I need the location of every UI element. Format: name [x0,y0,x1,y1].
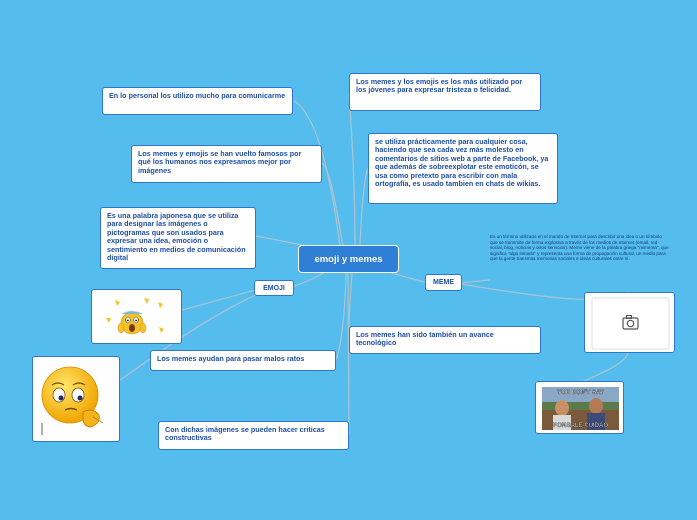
meme-photo-graphic: YOU DON'T SAY PONGALE CUIDAO [542,387,619,430]
meme-top-text: YOU DON'T SAY [557,390,604,396]
meme-photo[interactable]: YOU DON'T SAY PONGALE CUIDAO [535,381,624,434]
camera-icon [591,297,670,350]
image-placeholder[interactable] [584,292,675,353]
node-malos-ratos[interactable]: Los memes ayudan para pasar malos ratos [150,350,336,371]
node-practicamente[interactable]: se utiliza prácticamente para cualquier … [368,133,558,204]
meme-description: Es un término utilizado en el mundo de I… [490,234,669,262]
connector-node-criticas [347,271,350,436]
connector-node-famosos [321,162,344,247]
thinking-emoji-image[interactable] [32,356,120,442]
thinking-emoji-icon [41,366,104,435]
connector-camera-photo [581,352,629,383]
node-criticas[interactable]: Con dichas imágenes se pueden hacer crit… [158,421,349,450]
connector-node-practicamente [359,167,369,247]
node-jovenes[interactable]: Los memes y los emojis es los más utiliz… [349,73,541,111]
connector-meme-desc [459,279,491,284]
central-topic[interactable]: emoji y memes [298,245,399,273]
node-japonesa[interactable]: Es una palabra japonesa que se utiliza p… [100,207,256,269]
branch-meme[interactable]: MEME [425,274,462,291]
branch-emoji[interactable]: EMOJI [254,280,294,296]
scared-emoji-icon [106,298,164,335]
connector-emoji-scared [181,287,263,311]
connector-node-jovenes [348,92,356,247]
meme-bottom-text: PONGALE CUIDAO [553,423,608,429]
node-famosos[interactable]: Los memes y emojis se han vuelto famosos… [131,145,322,183]
node-personal[interactable]: En lo personal los utilizo mucho para co… [102,87,293,115]
node-avance[interactable]: Los memes han sido también un avance tec… [349,326,541,354]
connector-node-malos [335,271,347,361]
scared-emoji-image[interactable] [91,289,182,344]
